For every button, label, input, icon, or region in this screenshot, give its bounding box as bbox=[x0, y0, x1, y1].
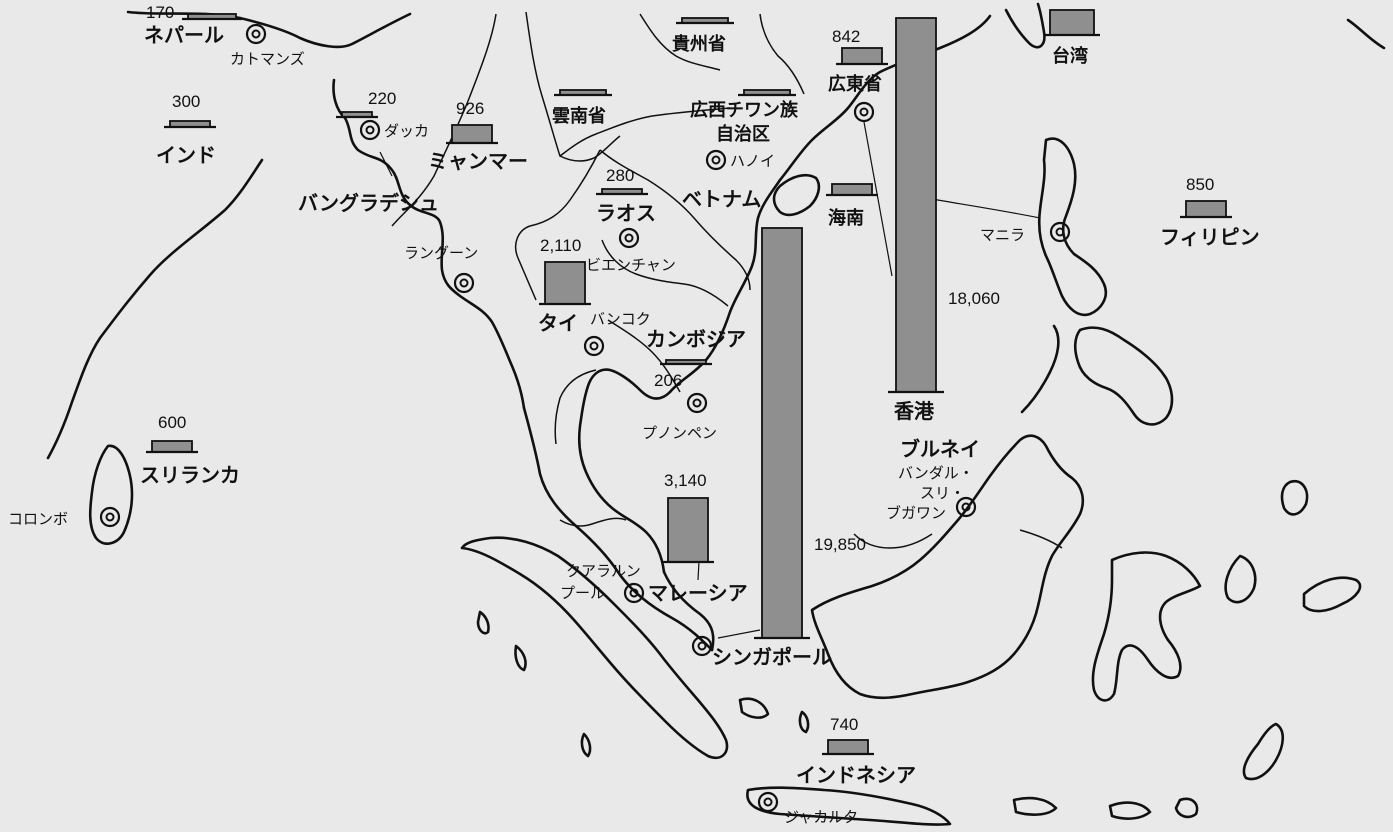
label-kl-2: プール bbox=[560, 584, 605, 602]
city-labels: カトマンズ ダッカ ラングーン ハノイ ビエンチャン バンコク プノンペン マニ… bbox=[8, 50, 1025, 826]
label-phnompenh: プノンペン bbox=[642, 424, 717, 442]
bar-nepal bbox=[182, 13, 242, 21]
double-circle-capital-icon bbox=[955, 496, 977, 518]
bar-hongkong bbox=[888, 17, 944, 394]
double-circle-capital-icon bbox=[853, 101, 875, 123]
value-guangdong: 842 bbox=[832, 27, 860, 46]
double-circle-capital-icon bbox=[618, 227, 640, 249]
label-dhaka: ダッカ bbox=[384, 122, 429, 140]
coastlines bbox=[46, 2, 1386, 826]
bar-hainan bbox=[826, 183, 878, 197]
bar-singapore bbox=[754, 227, 810, 640]
label-srilanka: スリランカ bbox=[140, 463, 240, 487]
double-circle-capital-icon bbox=[705, 149, 727, 171]
label-rangoon: ラングーン bbox=[404, 244, 478, 262]
value-labels: 170 300 220 926 842 280 2,110 206 18,060… bbox=[146, 3, 1214, 734]
value-bars bbox=[146, 9, 1232, 756]
value-malaysia: 3,140 bbox=[664, 471, 707, 490]
bar-indonesia bbox=[822, 739, 874, 756]
label-brunei: ブルネイ bbox=[900, 437, 980, 461]
label-myanmar: ミャンマー bbox=[428, 149, 528, 173]
label-kathmandu: カトマンズ bbox=[230, 50, 305, 68]
bar-malaysia bbox=[662, 497, 714, 564]
label-bangladesh: バングラデシュ bbox=[298, 191, 439, 215]
double-circle-capital-icon bbox=[99, 506, 121, 528]
double-circle-capital-icon bbox=[245, 23, 267, 45]
double-circle-capital-icon bbox=[1049, 221, 1071, 243]
label-guangxi-2: 自治区 bbox=[716, 123, 770, 145]
label-guizhou: 貴州省 bbox=[672, 33, 726, 55]
label-yunnan: 雲南省 bbox=[552, 105, 606, 127]
label-guangxi-1: 広西チワン族 bbox=[690, 99, 799, 121]
value-india: 300 bbox=[172, 92, 200, 111]
label-cambodia: カンボジア bbox=[646, 327, 746, 351]
label-philippines: フィリピン bbox=[1160, 225, 1260, 249]
value-bangladesh: 220 bbox=[368, 89, 396, 108]
value-indonesia: 740 bbox=[830, 715, 858, 734]
value-srilanka: 600 bbox=[158, 413, 186, 432]
double-circle-capital-icon bbox=[623, 582, 645, 604]
label-jakarta: ジャカルタ bbox=[784, 808, 858, 826]
label-vientiane: ビエンチャン bbox=[586, 256, 676, 274]
label-bandar-3: ブガワン bbox=[886, 504, 946, 522]
bar-srilanka bbox=[146, 440, 198, 454]
double-circle-capital-icon bbox=[757, 791, 779, 813]
value-hongkong: 18,060 bbox=[948, 289, 1000, 308]
bar-philippines bbox=[1180, 200, 1232, 219]
double-circle-capital-icon bbox=[583, 335, 605, 357]
capital-markers bbox=[99, 23, 1071, 813]
label-bandar-2: スリ・ bbox=[920, 484, 965, 502]
value-laos: 280 bbox=[606, 166, 634, 185]
bar-yunnan bbox=[554, 89, 612, 97]
bar-bangladesh bbox=[336, 111, 378, 119]
label-indonesia: インドネシア bbox=[796, 763, 916, 787]
label-thailand: タイ bbox=[538, 311, 578, 335]
label-laos: ラオス bbox=[596, 201, 656, 225]
label-vietnam: ベトナム bbox=[682, 187, 761, 211]
value-singapore: 19,850 bbox=[814, 535, 866, 554]
value-nepal: 170 bbox=[146, 3, 174, 22]
value-myanmar: 926 bbox=[456, 99, 484, 118]
country-labels: ネパール インド バングラデシュ ミャンマー 貴州省 雲南省 広西チワン族 自治… bbox=[140, 23, 1260, 787]
label-nepal: ネパール bbox=[144, 23, 224, 47]
bar-thailand bbox=[539, 261, 591, 306]
bar-cambodia bbox=[660, 359, 712, 366]
bar-laos bbox=[596, 188, 648, 196]
label-hanoi: ハノイ bbox=[730, 152, 775, 170]
bar-myanmar bbox=[446, 124, 498, 145]
value-cambodia: 206 bbox=[654, 371, 682, 390]
label-bandar-1: バンダル・ bbox=[898, 464, 974, 482]
label-colombo: コロンボ bbox=[8, 510, 68, 528]
label-hainan: 海南 bbox=[828, 207, 864, 229]
label-manila: マニラ bbox=[980, 226, 1025, 244]
label-malaysia: マレーシア bbox=[648, 581, 748, 605]
value-thailand: 2,110 bbox=[540, 236, 581, 255]
double-circle-capital-icon bbox=[359, 119, 381, 141]
label-bangkok: バンコク bbox=[590, 310, 651, 328]
bar-guangdong bbox=[836, 47, 888, 66]
bar-guangxi bbox=[738, 89, 796, 97]
label-guangdong: 広東省 bbox=[828, 73, 882, 95]
label-india: インド bbox=[156, 143, 216, 167]
bar-guizhou bbox=[676, 17, 734, 25]
value-philippines: 850 bbox=[1186, 175, 1214, 194]
double-circle-capital-icon bbox=[686, 392, 708, 414]
label-singapore: シンガポール bbox=[712, 645, 832, 669]
label-taiwan: 台湾 bbox=[1052, 45, 1088, 67]
label-hongkong: 香港 bbox=[894, 399, 935, 423]
leader-lines bbox=[379, 121, 1041, 639]
bar-taiwan bbox=[1044, 9, 1100, 37]
label-kl-1: クアラルン bbox=[566, 562, 641, 580]
double-circle-capital-icon bbox=[453, 272, 475, 294]
bar-india bbox=[164, 120, 216, 129]
double-circle-capital-icon bbox=[691, 635, 713, 657]
